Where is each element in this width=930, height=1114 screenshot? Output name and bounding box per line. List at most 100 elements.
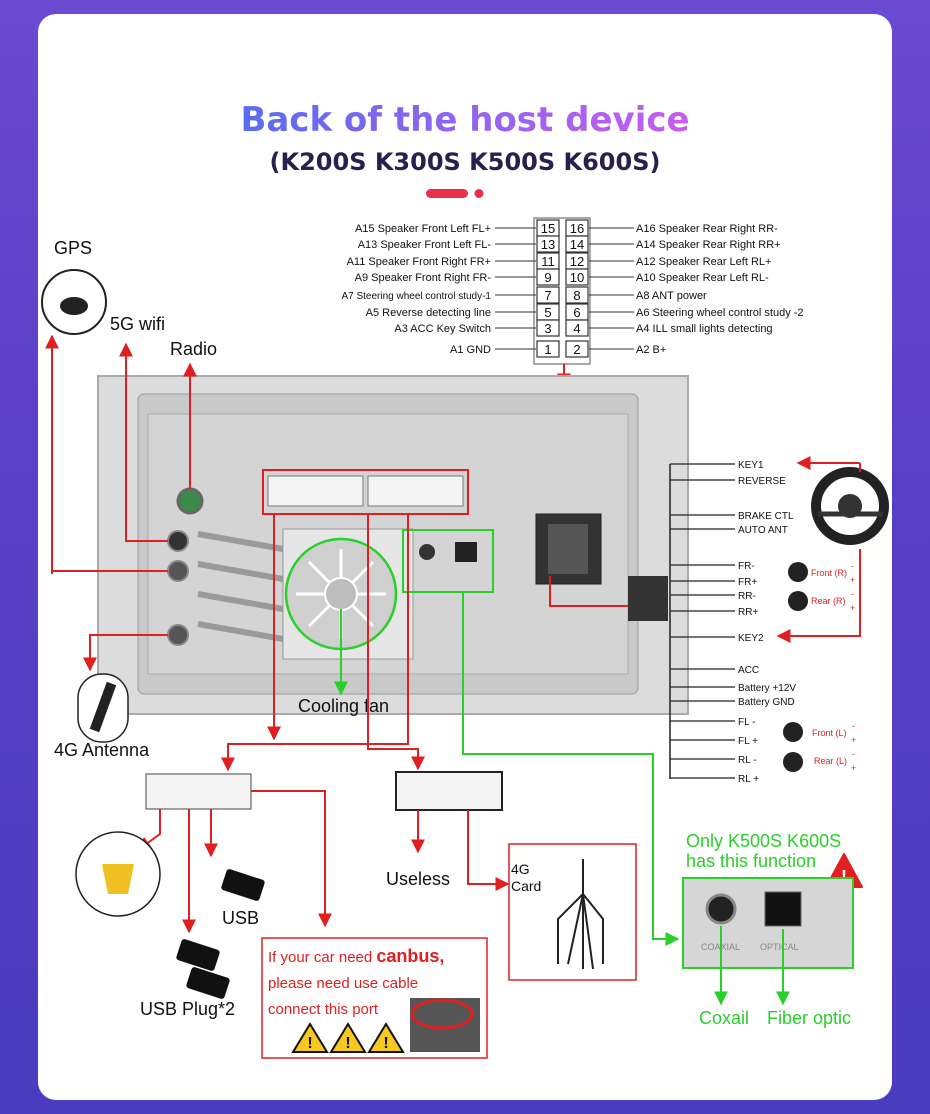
pin-number: 11 [541,254,555,269]
canbus-line1a: If your car need [268,949,376,966]
harness-wire-label: RR- [738,591,756,602]
canbus-line2: please need use cable [268,975,418,992]
svg-text:+: + [851,763,856,773]
page-subtitle: (K200S K300S K500S K600S) [270,148,661,176]
coaxail-label: Coxail [699,1008,749,1028]
pin-right-label: A10 Speaker Rear Left RL- [636,272,769,284]
optical-port-frame [402,529,494,593]
harness-wire-label: ACC [738,665,759,676]
harness-wire-label: FR+ [738,577,757,588]
host-device-back [97,375,689,715]
harness-wire: FR+ [670,577,757,588]
svg-text:-: - [851,561,854,571]
optical-inset: Only K500S K600S has this function ! COA… [682,831,863,1028]
svg-text:Front (R): Front (R) [811,568,847,578]
speaker-front-r: Front (R) - + [788,561,855,585]
svg-text:+: + [850,575,855,585]
pin-right-label: A8 ANT power [636,290,707,302]
pin-left-label: A1 GND [450,344,491,356]
usb-label: USB [222,908,259,928]
harness-wire: FR- [670,561,755,572]
usb-socket-icon [221,869,265,901]
harness-wire: FL - [670,717,755,728]
pin-row-right: 12 A12 Speaker Rear Left RL+ [565,252,771,270]
page-title: Back of the host device [240,100,689,140]
pin-row-left: A11 Speaker Front Right FR+11 [347,252,560,270]
pin-row-left: A1 GND 1 [450,340,560,358]
pins-right-column: 16 A16 Speaker Rear Right RR- 14 A14 Speake… [565,219,804,358]
pin-number: 14 [570,237,584,252]
pin-number: 7 [544,288,551,303]
pin-number: 3 [544,321,551,336]
harness-wire: Battery GND [670,697,795,708]
harness-wire-label: FR- [738,561,755,572]
usb-plug-icon-1 [176,939,220,971]
harness-wire: RR- [670,591,756,602]
harness-wire-label: REVERSE [738,476,786,487]
harness-wire: RL - [670,755,757,766]
harness-wire-label: KEY2 [738,633,764,644]
svg-text:-: - [852,749,855,759]
coaxial-port-icon [705,893,737,925]
pin-number: 1 [544,342,551,357]
cable-icon [557,859,604,970]
harness-wire: Battery +12V [670,683,796,694]
pin-right-label: A16 Speaker Rear Right RR- [636,223,778,235]
harness-wire-label: Battery GND [738,697,795,708]
pin-number: 15 [541,221,555,236]
harness-wire: KEY2 [670,633,764,644]
pin-number: 12 [570,254,584,269]
gps-label: GPS [54,238,92,258]
usb-connector-group: USB USB Plug*2 [75,773,332,1019]
warning-icon-3: ! [367,1022,405,1053]
pin-number: 16 [570,221,584,236]
pin-right-label: A6 Steering wheel control study -2 [636,307,804,319]
pin-left-label: A9 Speaker Front Right FR- [355,272,492,284]
harness-wire-label: RR+ [738,607,758,618]
wifi-wire [119,342,168,542]
svg-text:OPTICAL: OPTICAL [760,942,799,952]
pin-row-right: 4 A4 ILL small lights detecting [565,319,773,337]
harness-wire-label: BRAKE CTL [738,511,794,522]
warning-icon-2: ! [329,1022,367,1053]
pin-right-label: A12 Speaker Rear Left RL+ [636,256,771,268]
useless-connector [395,771,503,811]
svg-text:+: + [851,735,856,745]
radio-label: Radio [170,339,217,359]
pin-left-label: A13 Speaker Front Left FL- [358,239,492,251]
speaker-rear-l: Rear (L) - + [783,749,856,773]
harness-wire-label: AUTO ANT [738,525,788,536]
title-underline [426,189,468,198]
harness-wire: KEY1 [670,460,764,471]
pin-number: 6 [573,305,580,320]
4g-card-line1: 4G [511,861,530,877]
4g-jack-icon [167,624,189,646]
harness-red-wire [549,576,628,607]
harness-wire: BRAKE CTL [670,511,794,522]
wiring-diagram: Back of the host device (K200S K300S K50… [41,100,889,1059]
pin-row-right: 6 A6 Steering wheel control study -2 [565,303,804,321]
harness-wire-label: FL - [738,717,755,728]
main-connector-frame [262,469,469,515]
pin-number: 4 [573,321,580,336]
canbus-line3: connect this port [268,1001,379,1018]
harness-wire: ACC [670,665,759,676]
pin-number: 9 [544,270,551,285]
useless-connector-group: Useless [386,771,510,891]
pin-right-label: A14 Speaker Rear Right RR+ [636,239,781,251]
useless-label: Useless [386,869,450,889]
steering-wheel-icon [811,467,889,545]
4g-antenna-group: 4G Antenna [54,634,168,760]
pin-right-label: A4 ILL small lights detecting [636,323,773,335]
pin-number: 13 [541,237,555,252]
usb-plug-icon-2 [186,967,230,999]
4g-card-group: 4G Card [508,843,637,981]
gps-jack-icon [167,560,189,582]
cooling-fan-label: Cooling fan [298,696,389,716]
harness-wire-label: RL + [738,774,759,785]
pin-row-left: A9 Speaker Front Right FR- 9 [355,268,560,286]
